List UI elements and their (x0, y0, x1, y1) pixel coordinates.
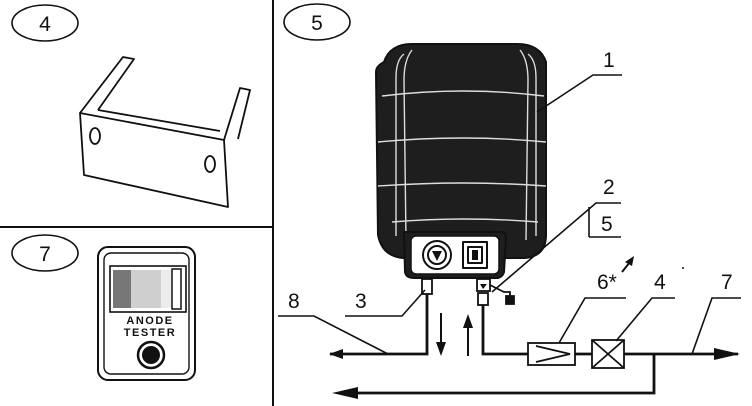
callout-safety-valve: 6* (597, 271, 617, 294)
panel-number-bubble (283, 3, 351, 41)
anode-tester-device: ANODE TESTER (97, 246, 196, 381)
panel-number: 4 (39, 13, 51, 36)
mounting-bracket (79, 56, 251, 208)
panel-number-bubble (11, 234, 79, 272)
panel-number-bubble (11, 4, 79, 42)
mounting-hole (89, 127, 101, 145)
stop-valve (591, 339, 625, 369)
callout-outlet-valve: 2 (603, 176, 615, 199)
anode-label: ANODE (126, 315, 173, 327)
callout-heater: 1 (603, 49, 615, 72)
leader-lines (278, 74, 741, 355)
panel-number: 7 (39, 243, 51, 266)
tester-label: TESTER (124, 327, 176, 339)
mounting-hole (204, 155, 216, 173)
callout-hot-out: 8 (288, 290, 300, 313)
panel-dividers (0, 0, 274, 406)
safety-valve (527, 342, 576, 366)
flow-arrows (436, 256, 634, 356)
callout-supply: 7 (721, 271, 733, 294)
panel-anode-tester: 7 ANODE TESTER (11, 234, 196, 381)
cold-water-inlet-fitting (476, 278, 515, 306)
callout-boxed-five: 5 (601, 213, 613, 236)
panel-number: 5 (311, 12, 323, 35)
supply-arrow-in (714, 348, 740, 360)
panel-bracket: 4 (11, 4, 251, 208)
callout-stop-valve: 4 (654, 271, 666, 294)
callout-inlet-pipe: 3 (355, 290, 367, 313)
return-arrow-out (332, 387, 358, 399)
panel-installation: 5 (278, 3, 741, 399)
water-heater (375, 43, 547, 279)
